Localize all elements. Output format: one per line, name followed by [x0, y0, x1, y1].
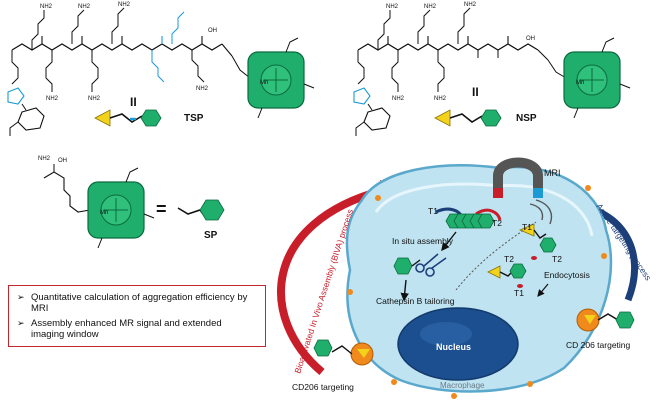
cd206-right [576, 308, 635, 332]
t1-label-top: T1 [428, 206, 438, 216]
sp-oh: OH [58, 158, 67, 164]
tsp-icon [94, 109, 162, 127]
mri-label: MRI [544, 168, 561, 178]
note-item: ➢ Quantitative calculation of aggregatio… [17, 292, 257, 314]
endocytosis-probes [487, 223, 557, 297]
nsp-oh: OH [526, 36, 535, 42]
tsp-porphyrin [221, 37, 315, 119]
note-text: Assembly enhanced MR signal and extended… [31, 318, 222, 340]
sp-mn: Mn [100, 210, 108, 216]
tsp-nh2-2: NH2 [78, 4, 91, 10]
mri-magnet-icon [493, 157, 553, 225]
tsp-roman: II [130, 95, 137, 109]
in-situ-label: In situ assembly [392, 236, 454, 246]
nsp-nh2-2: NH2 [424, 4, 437, 10]
tsp-nh2-3: NH2 [118, 2, 131, 8]
t1-label-bottom: T1 [514, 288, 524, 298]
notes-box: ➢ Quantitative calculation of aggregatio… [8, 285, 266, 347]
nsp-nh2-5: NH2 [434, 96, 447, 102]
biva-arrow [277, 186, 386, 376]
nsp-molecule [353, 7, 539, 136]
t1-label-mid: T1 [522, 222, 532, 232]
tsp-nh2-5: NH2 [88, 96, 101, 102]
tsp-nh2-6: NH2 [196, 86, 209, 92]
sp-icon [177, 199, 225, 221]
nsp-label: NSP [516, 113, 537, 124]
nsp-nh2-4: NH2 [392, 96, 405, 102]
membrane-receptors [347, 185, 607, 399]
tsp-nh2-1: NH2 [40, 4, 53, 10]
nsp-porphyrin [537, 37, 631, 119]
tsp-molecule [7, 7, 223, 136]
macrophage-label: Macrophage [440, 381, 485, 390]
note-text: Quantitative calculation of aggregation … [31, 292, 248, 314]
tsp-oh: OH [208, 28, 217, 34]
equals-sign: = [156, 199, 167, 219]
nsp-roman: II [472, 85, 479, 99]
sp-molecule [43, 164, 155, 249]
bullet-arrow-icon: ➢ [17, 292, 25, 302]
cd206-right-label: CD 206 targeting [566, 340, 631, 350]
nsp-nh2-3: NH2 [464, 2, 477, 8]
bullet-arrow-icon: ➢ [17, 318, 25, 328]
t2-label-mid: T2 [504, 254, 514, 264]
bottom-scene [277, 157, 639, 399]
nsp-nh2-1: NH2 [386, 4, 399, 10]
tsp-mn: Mn [260, 80, 268, 86]
cleaved-probe [393, 257, 421, 302]
cd206-left [313, 339, 374, 366]
tsp-label: TSP [184, 113, 204, 124]
note-item: ➢ Assembly enhanced MR signal and extend… [17, 318, 257, 340]
sp-nh2: NH2 [38, 156, 51, 162]
t2-label-top: T2 [492, 218, 502, 228]
tsp-nh2-4: NH2 [46, 96, 59, 102]
nsp-icon [434, 109, 502, 127]
assembly-stack [435, 207, 502, 252]
sp-label: SP [204, 230, 218, 241]
endocytosis-label: Endocytosis [544, 270, 590, 280]
cd206-left-label: CD206 targeting [292, 382, 354, 392]
nsp-mn: Mn [576, 80, 584, 86]
t2-label-right: T2 [552, 254, 562, 264]
cathepsin-label: Cathepsin B tailoring [376, 296, 455, 306]
nucleus-label: Nucleus [436, 342, 471, 352]
scissors-icon [415, 253, 447, 277]
